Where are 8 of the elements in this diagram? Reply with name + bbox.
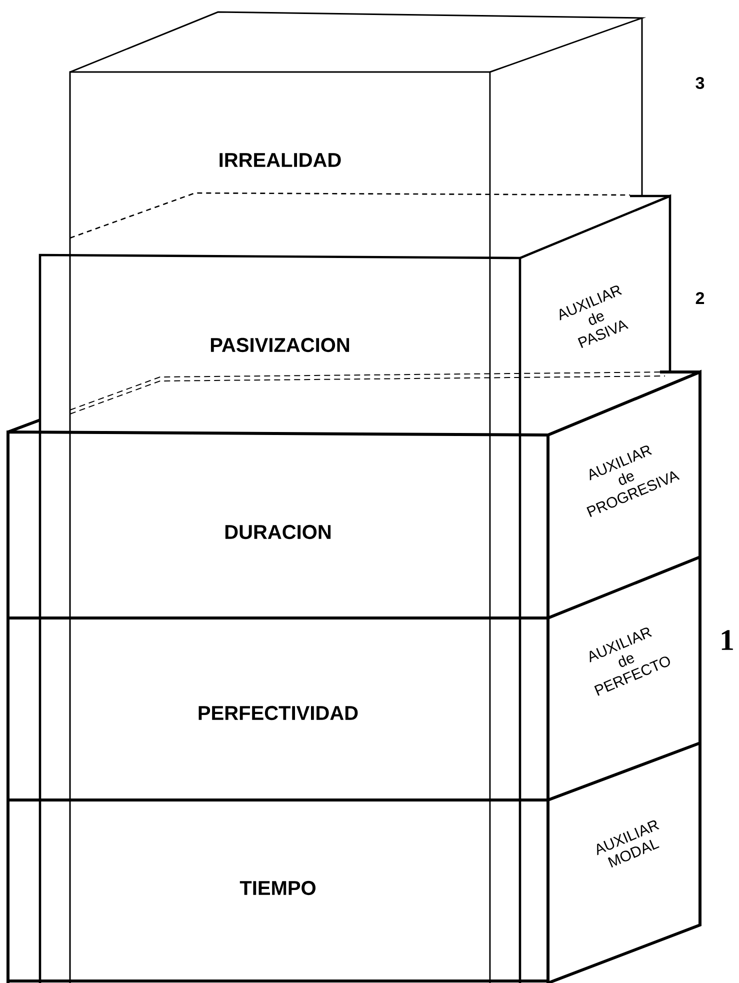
level-number: 3 bbox=[696, 76, 704, 90]
box-label: TIEMPO bbox=[240, 880, 316, 896]
box-label: DURACION bbox=[225, 524, 331, 540]
box-label: IRREALIDAD bbox=[220, 153, 341, 167]
box-label: PASIVIZACION bbox=[210, 338, 350, 352]
box-label: PERFECTIVIDAD bbox=[198, 706, 358, 720]
level-number: 2 bbox=[696, 292, 704, 304]
level-number: 1 bbox=[722, 630, 733, 650]
